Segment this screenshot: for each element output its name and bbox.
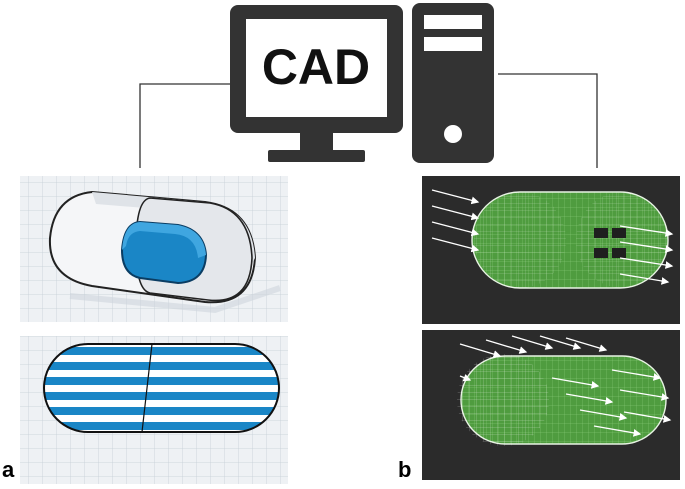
panel-label-a: a — [2, 457, 15, 482]
mesh-flow-view-top — [422, 176, 680, 324]
connector-lines — [139, 73, 598, 168]
monitor-label: CAD — [262, 39, 370, 95]
capsule-section-view — [20, 176, 288, 322]
computer-tower-icon — [412, 3, 494, 163]
monitor-icon — [230, 5, 403, 162]
mesh-flow-view-bottom — [422, 330, 680, 480]
panel-label-b: b — [398, 457, 412, 482]
capsule-striped-view — [20, 336, 288, 484]
